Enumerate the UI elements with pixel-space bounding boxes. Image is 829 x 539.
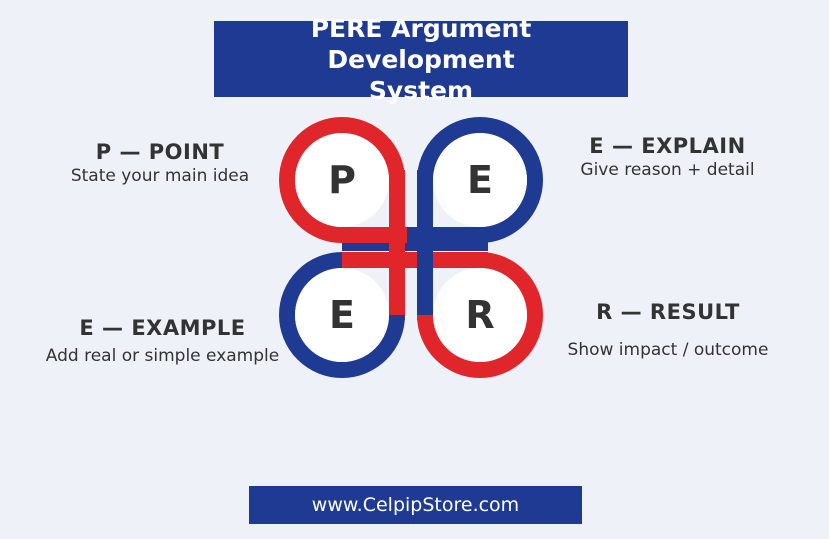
title-banner: PERE Argument Development System xyxy=(214,14,628,105)
title-line-2: System xyxy=(368,75,474,105)
letter-p: P xyxy=(328,158,356,202)
loop-point: P xyxy=(279,117,415,252)
letter-e-explain: E xyxy=(467,158,493,202)
example-label: E — EXAMPLE Add real or simple example xyxy=(30,316,295,366)
result-heading: R — RESULT xyxy=(596,300,740,324)
point-description: State your main idea xyxy=(70,166,250,186)
example-heading: E — EXAMPLE xyxy=(79,316,246,340)
loop-explain: E xyxy=(407,117,543,252)
letter-e-example: E xyxy=(329,293,355,337)
pere-loop-diagram: P E E R xyxy=(279,117,543,378)
loop-result: R xyxy=(407,252,543,378)
example-description: Add real or simple example xyxy=(45,346,280,366)
explain-description: Give reason + detail xyxy=(580,160,755,180)
letter-r: R xyxy=(465,293,494,337)
explain-label: E — EXPLAIN Give reason + detail xyxy=(555,134,780,180)
point-heading: P — POINT xyxy=(95,140,225,164)
result-label: R — RESULT Show impact / outcome xyxy=(548,300,788,360)
loop-example: E xyxy=(279,252,415,378)
website-banner: www.CelpipStore.com xyxy=(249,486,582,524)
result-description: Show impact / outcome xyxy=(567,340,769,360)
point-label: P — POINT State your main idea xyxy=(40,140,280,186)
explain-heading: E — EXPLAIN xyxy=(589,134,746,158)
title-line-1: PERE Argument Development xyxy=(310,13,532,74)
